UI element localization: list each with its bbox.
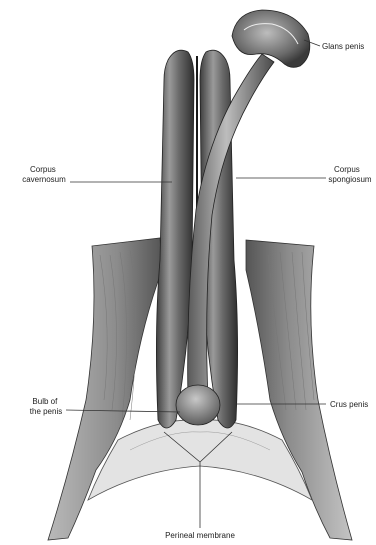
left-pubic-ramus [48,238,162,540]
label-glans-penis: Glans penis [322,42,364,51]
label-corpus-cavernosum: Corpus cavernosum [22,165,66,184]
label-corpus-spongiosum: Corpus spongiosum [328,165,371,184]
label-crus-penis: Crus penis [330,400,368,409]
label-perineal-membrane: Perineal membrane [165,531,235,540]
glans-penis [232,10,310,67]
label-bulb-of-penis: Bulb of the penis [30,397,62,416]
bulb-of-penis [176,385,220,425]
right-pubic-ramus [246,240,352,540]
